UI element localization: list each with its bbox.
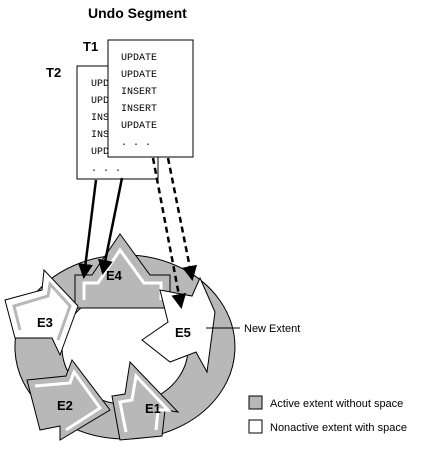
t1-line: INSERT	[121, 104, 157, 115]
e5-label: E5	[175, 325, 191, 340]
t1-line: . . .	[121, 138, 151, 149]
arrow-t2-to-e4	[98, 177, 124, 275]
arrow-t2-to-e4	[78, 179, 98, 279]
t2-line: . . .	[91, 164, 121, 175]
t1-line: INSERT	[121, 87, 157, 98]
t1-line: UPDATE	[121, 121, 157, 132]
legend-active-label: Active extent without space	[270, 398, 403, 410]
t2-label: T2	[46, 65, 61, 80]
new-extent-label: New Extent	[244, 323, 300, 335]
arrow-t1-to-e5	[166, 157, 198, 281]
t1-line: UPDATE	[121, 53, 157, 64]
t1-line: UPDATE	[121, 70, 157, 81]
legend: Active extent without space Nonactive ex…	[248, 395, 407, 434]
legend-nonactive-swatch	[248, 419, 263, 434]
extent-e5	[141, 276, 216, 374]
e4-label: E4	[106, 268, 123, 283]
t1-card: UPDATE UPDATE INSERT INSERT UPDATE . . .	[107, 39, 194, 158]
e1-label: E1	[145, 401, 161, 416]
extent-e2	[26, 358, 111, 441]
legend-nonactive-label: Nonactive extent with space	[270, 422, 407, 434]
arrow-t1-to-e5	[151, 157, 187, 309]
diagram-title: Undo Segment	[88, 5, 187, 21]
e3-label: E3	[37, 315, 53, 330]
t1-label: T1	[83, 39, 98, 54]
e2-label: E2	[57, 398, 73, 413]
extent-ring	[4, 233, 236, 441]
extent-e1	[111, 360, 180, 441]
legend-active-swatch	[248, 395, 263, 410]
